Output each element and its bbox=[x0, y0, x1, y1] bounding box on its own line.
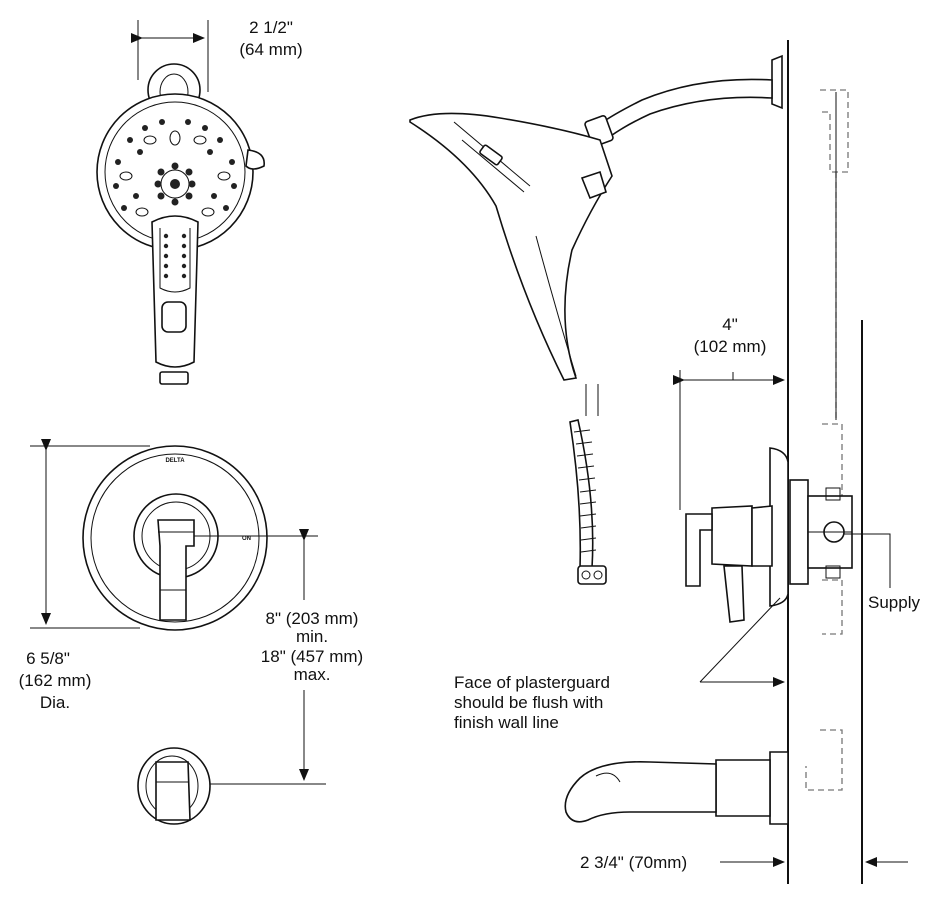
plasterguard-callout: Face of plasterguard should be flush wit… bbox=[454, 597, 785, 732]
showerhead-front-view: 2 1/2" (64 mm) bbox=[96, 18, 303, 385]
height-label-1: 8" (203 mm) bbox=[266, 609, 359, 628]
valve-trim-front-view: DELTA ON 6 5/8" (162 mm) Dia. bbox=[19, 439, 268, 712]
plasterguard-label-2: should be flush with bbox=[454, 693, 603, 712]
head-width-label-1: 2 1/2" bbox=[249, 18, 293, 37]
height-label-3: 18" (457 mm) bbox=[261, 647, 363, 666]
dia-label-1: 6 5/8" bbox=[26, 649, 70, 668]
depth-label-1: 4" bbox=[722, 315, 738, 334]
spout-depth-dimension: 2 3/4" (70mm) bbox=[580, 853, 908, 872]
supply-label: Supply bbox=[868, 593, 920, 612]
dia-label-2: (162 mm) bbox=[19, 671, 92, 690]
depth-label-2: (102 mm) bbox=[694, 337, 767, 356]
dia-label-3: Dia. bbox=[40, 693, 70, 712]
spray-nozzles bbox=[113, 119, 237, 217]
diverter-front-view bbox=[137, 747, 211, 825]
valve-to-spout-height-dimension: 8" (203 mm) min. 18" (457 mm) max. bbox=[194, 529, 363, 785]
plasterguard-label-3: finish wall line bbox=[454, 713, 559, 732]
on-mark: ON bbox=[242, 536, 251, 542]
height-label-2: min. bbox=[296, 627, 328, 646]
wall-section bbox=[787, 40, 863, 884]
valve-side-view: 4" (102 mm) bbox=[673, 315, 853, 623]
showerhead-side-view bbox=[409, 54, 783, 585]
height-label-4: max. bbox=[294, 665, 331, 684]
plasterguard-label-1: Face of plasterguard bbox=[454, 673, 610, 692]
head-width-label-2: (64 mm) bbox=[239, 40, 302, 59]
spout-depth-label: 2 3/4" (70mm) bbox=[580, 853, 687, 872]
brand-mark: DELTA bbox=[165, 458, 185, 464]
tub-spout-side-view bbox=[564, 751, 789, 825]
supply-callout: Supply bbox=[844, 533, 920, 612]
